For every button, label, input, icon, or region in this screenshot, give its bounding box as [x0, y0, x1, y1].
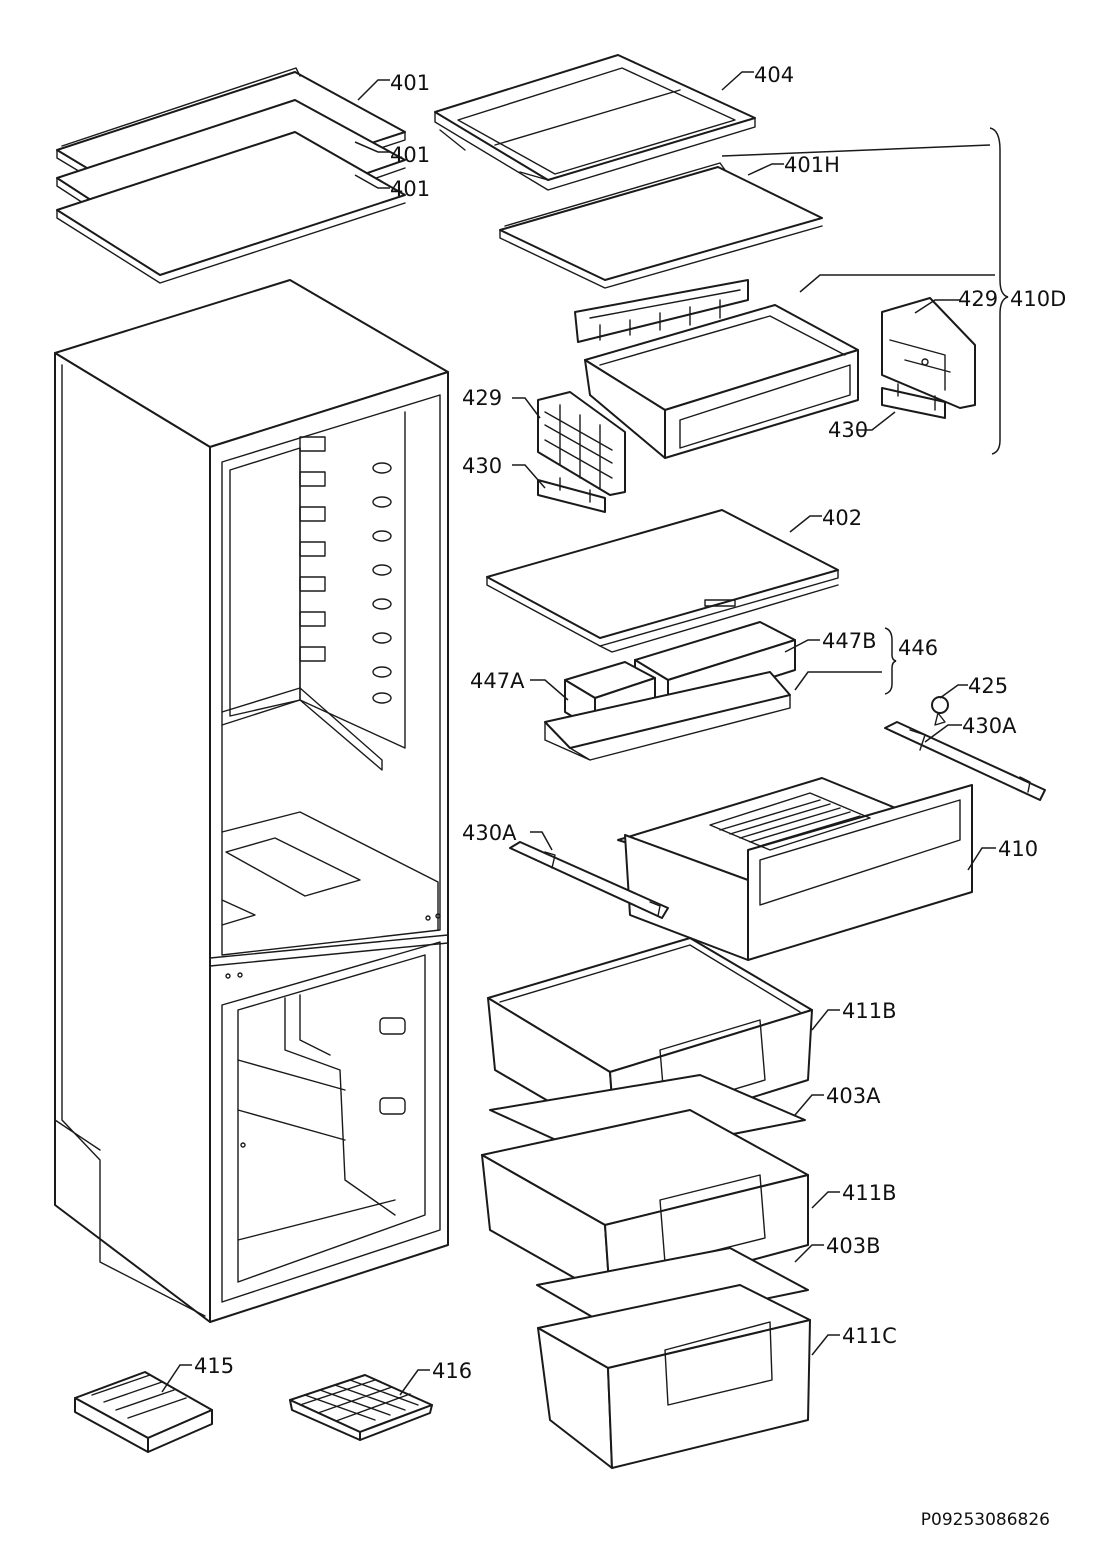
label-403B: 403B [826, 1234, 881, 1258]
label-410: 410 [998, 837, 1038, 861]
rail-430-left [537, 477, 606, 513]
label-430-right: 430 [828, 418, 868, 442]
glass-shelf-401-stack [56, 67, 406, 284]
label-404: 404 [754, 63, 794, 87]
label-401a: 401 [390, 71, 430, 95]
label-447B: 447B [822, 629, 877, 653]
label-425: 425 [968, 674, 1008, 698]
label-429-left: 429 [462, 386, 502, 410]
rail-430-right [881, 383, 946, 419]
bracket-429-right [881, 297, 976, 409]
drawing-code: P09253086826 [921, 1510, 1050, 1530]
shelf-supports [299, 436, 392, 704]
leader-lines [161, 71, 1009, 1396]
label-447A: 447A [470, 669, 525, 693]
drawer-410D [574, 279, 859, 459]
label-411B-upper: 411B [842, 999, 897, 1023]
drawer-411C [537, 1284, 811, 1469]
knob-425 [931, 696, 949, 726]
rail-430A-left [509, 841, 669, 919]
label-402: 402 [822, 506, 862, 530]
drawer-410 [617, 777, 973, 961]
label-411C: 411C [842, 1324, 897, 1348]
label-401b: 401 [390, 143, 430, 167]
tray-446 [544, 671, 791, 761]
label-403A: 403A [826, 1084, 881, 1108]
part-labels: 401 401 401 404 401H 429 410D 430 429 43… [194, 63, 1066, 1530]
label-446: 446 [898, 636, 938, 660]
label-429-right: 429 [958, 287, 998, 311]
label-430A-left: 430A [462, 821, 517, 845]
label-430-left: 430 [462, 454, 502, 478]
label-411B-lower: 411B [842, 1181, 897, 1205]
ice-tray-416 [289, 1374, 433, 1441]
ice-tray-415 [74, 1371, 213, 1453]
label-415: 415 [194, 1354, 234, 1378]
bracket-429-left [537, 391, 626, 496]
label-416: 416 [432, 1359, 472, 1383]
refrigerator-cabinet [54, 279, 449, 1323]
label-430A-right: 430A [962, 714, 1017, 738]
label-401H: 401H [784, 153, 840, 177]
shelf-401H [499, 162, 823, 289]
shelf-404 [434, 54, 756, 191]
glass-plate-403B [536, 1247, 809, 1331]
label-401c: 401 [390, 177, 430, 201]
label-410D: 410D [1010, 287, 1066, 311]
glass-shelf-402 [486, 509, 839, 653]
